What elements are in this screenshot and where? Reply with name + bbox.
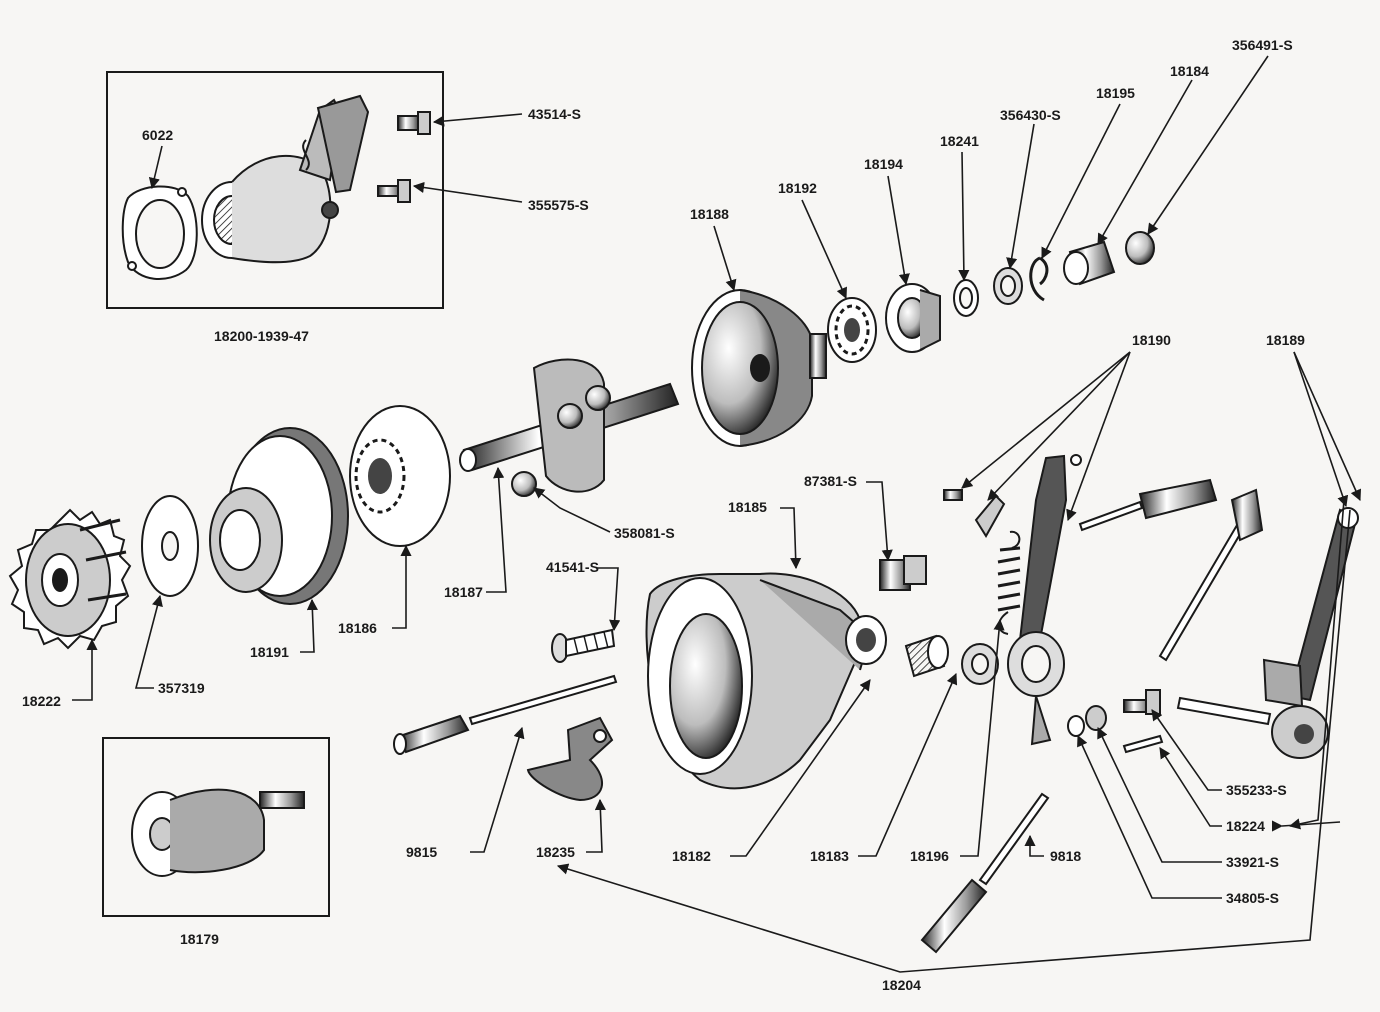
label-18224: 18224 — [1226, 818, 1265, 834]
screw-355575s-part — [377, 179, 411, 203]
bolt-355233s-part — [1123, 689, 1161, 715]
label-18192: 18192 — [778, 180, 817, 196]
cable-9818-part — [920, 792, 1050, 954]
label-34805s: 34805-S — [1226, 890, 1279, 906]
label-18222: 18222 — [22, 693, 61, 709]
ring-356430s-part — [993, 267, 1023, 305]
label-18189: 18189 — [1266, 332, 1305, 348]
label-356430s: 356430-S — [1000, 107, 1061, 123]
ring-18241-part — [953, 279, 979, 317]
label-18179: 18179 — [180, 931, 219, 947]
label-18190: 18190 — [1132, 332, 1171, 348]
cable-9815-part — [393, 674, 618, 755]
label-87381s: 87381-S — [804, 473, 857, 489]
label-6022: 6022 — [142, 127, 173, 143]
spring-18196-part — [997, 530, 1021, 635]
label-9818: 9818 — [1050, 848, 1081, 864]
label-18195: 18195 — [1096, 85, 1135, 101]
label-18196: 18196 — [910, 848, 949, 864]
label-18187: 18187 — [444, 584, 483, 600]
label-356491s: 356491-S — [1232, 37, 1293, 53]
leader-lines — [72, 55, 1362, 973]
inset-18179-box — [102, 737, 330, 917]
label-18188: 18188 — [690, 206, 729, 222]
gear-18222-part — [8, 508, 132, 650]
pin-18224-part — [1122, 734, 1164, 754]
cap-356491s-part — [1125, 231, 1155, 265]
label-18191: 18191 — [250, 644, 289, 660]
gasket-6022-part — [121, 185, 198, 281]
washer-34805s-part — [1067, 715, 1085, 737]
bearing-18192-part — [827, 297, 877, 363]
label-18182: 18182 — [672, 848, 711, 864]
fitting-87381s-part — [879, 555, 927, 591]
label-18235: 18235 — [536, 844, 575, 860]
inset-18200-box — [106, 71, 444, 309]
label-355575s: 355575-S — [528, 197, 589, 213]
label-18185: 18185 — [728, 499, 767, 515]
pump-body-part — [201, 94, 370, 264]
pin-18190-part — [943, 489, 963, 501]
label-18194: 18194 — [864, 156, 903, 172]
label-18241: 18241 — [940, 133, 979, 149]
screw-43514s-part — [397, 111, 431, 135]
hub-18191-part — [209, 427, 349, 605]
link-18190-part — [974, 494, 1006, 538]
label-41541s: 41541-S — [546, 559, 599, 575]
label-18184: 18184 — [1170, 63, 1209, 79]
screw-41541s-part — [551, 628, 616, 663]
label-18186: 18186 — [338, 620, 377, 636]
bearing-plate-18186-part — [349, 405, 451, 547]
label-355233s: 355233-S — [1226, 782, 1287, 798]
washer-357319-part — [141, 495, 199, 597]
washer-ring-part — [961, 643, 999, 685]
label-358081s: 358081-S — [614, 525, 675, 541]
bearing-18194-part — [885, 283, 941, 353]
housing-18182-part — [645, 572, 887, 790]
label-18204: 18204 — [882, 977, 921, 993]
label-43514s: 43514-S — [528, 106, 581, 122]
label-9815: 9815 — [406, 844, 437, 860]
label-33921s: 33921-S — [1226, 854, 1279, 870]
label-357319: 357319 — [158, 680, 205, 696]
rod-upper-part — [1078, 478, 1218, 532]
bushing-18184-part — [1063, 240, 1116, 286]
ball-358081s-part — [511, 471, 537, 497]
label-18183: 18183 — [810, 848, 849, 864]
bracket-18235-part — [526, 716, 614, 802]
clip-18195-part — [1029, 256, 1049, 302]
shaft-18187-part — [459, 358, 680, 493]
part-labels: 6022 43514-S 355575-S 18200-1939-47 1818… — [22, 37, 1305, 993]
housing-18188-part — [691, 289, 827, 447]
bushing-18183-part — [904, 634, 949, 678]
label-18200: 18200-1939-47 — [214, 328, 309, 344]
gear-18179-part — [131, 788, 305, 877]
nut-33921s-part — [1085, 705, 1107, 731]
lever-18190-part — [1007, 454, 1082, 746]
rod-right-part — [1158, 488, 1264, 662]
